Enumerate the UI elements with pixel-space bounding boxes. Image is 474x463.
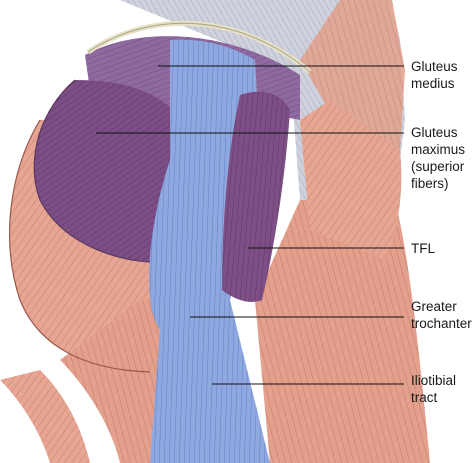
tfl-shape (222, 91, 290, 302)
label-gluteus-maximus: Gluteus maximus (superior fibers) (411, 125, 466, 191)
label-greater-trochanter: Greater trochanter (411, 299, 472, 331)
hamstring-muscle (60, 300, 170, 463)
quadriceps-muscle (255, 200, 430, 463)
oblique-muscle (300, 0, 405, 150)
label-tfl: TFL (411, 241, 436, 256)
gluteus-maximus-shape (34, 80, 190, 262)
sartorius-region (300, 100, 402, 260)
iliac-crest-outline (87, 22, 311, 73)
label-iliotibial-tract: Iliotibial tract (411, 373, 457, 405)
label-gluteus-medius: Gluteus medius (411, 59, 458, 91)
posterior-thigh-muscle (0, 370, 90, 463)
